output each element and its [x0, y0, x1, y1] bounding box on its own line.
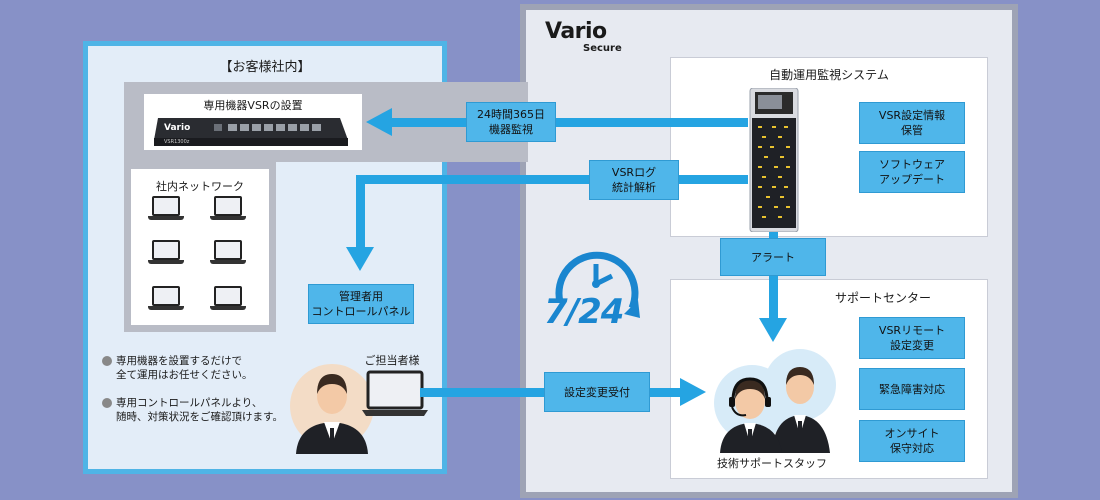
- vsr-device: Vario VSR1300z: [154, 112, 350, 148]
- vario-logo: Vario Secure: [545, 20, 625, 60]
- monitor-arrow-line: [390, 118, 748, 127]
- software-update-box: ソフトウェア アップデート: [859, 151, 965, 193]
- monitor-label-line2: 機器監視: [489, 123, 533, 136]
- support-center-title: サポートセンター: [834, 291, 931, 305]
- support-staff-label: 技術サポートスタッフ: [717, 457, 827, 470]
- bullet-icon: [102, 398, 112, 408]
- clock-text: 7/24: [544, 292, 624, 332]
- network-laptop-icon: [148, 196, 184, 220]
- log-arrow-head: [346, 247, 374, 271]
- note-1-line2: 全て運用はお任せください。: [116, 369, 253, 381]
- logo-sub: Secure: [583, 43, 622, 54]
- contact-laptop-icon: [362, 370, 428, 418]
- vsr-remote-config-box: VSRリモート 設定変更: [859, 317, 965, 359]
- note-2-line2: 随時、対策状況をご確認頂けます。: [116, 411, 283, 423]
- vsr-remote-line1: VSRリモート: [878, 324, 946, 337]
- admin-panel-line2: コントロールパネル: [311, 305, 411, 318]
- contact-label: ご担当者様: [364, 354, 420, 367]
- network-laptop-icon: [210, 286, 246, 310]
- alert-arrow-line: [769, 232, 778, 320]
- monitoring-title: 自動運用監視システム: [769, 68, 889, 82]
- log-arrow-line-down: [356, 175, 365, 249]
- vsr-config-line2: 保管: [901, 124, 923, 137]
- software-update-line1: ソフトウェア: [879, 158, 945, 171]
- alert-arrow-head: [759, 318, 787, 342]
- onsite-maintenance-box: オンサイト 保守対応: [859, 420, 965, 462]
- emergency-response-line1: 緊急障害対応: [879, 382, 945, 396]
- monitor-arrow-head: [366, 108, 392, 136]
- emergency-response-box: 緊急障害対応: [859, 368, 965, 410]
- network-laptop-icon: [210, 196, 246, 220]
- alert-label: アラート: [751, 250, 795, 264]
- device-brand: Vario: [164, 123, 191, 133]
- monitor-label-line1: 24時間365日: [477, 108, 545, 121]
- vsr-config-storage-box: VSR設定情報 保管: [859, 102, 965, 144]
- device-label: 専用機器VSRの設置: [203, 99, 303, 112]
- note-1: 専用機器を設置するだけで 全て運用はお任せください。: [102, 354, 302, 382]
- vsr-config-line1: VSR設定情報: [878, 109, 946, 122]
- log-label-box: VSRログ 統計解析: [589, 160, 679, 200]
- onsite-line2: 保守対応: [890, 442, 934, 455]
- onsite-line1: オンサイト: [884, 427, 940, 440]
- admin-control-panel-box: 管理者用 コントロールパネル: [308, 284, 414, 324]
- logo-main: Vario: [545, 19, 607, 44]
- alert-label-box: アラート: [720, 238, 826, 276]
- monitoring-system-box: [670, 57, 988, 237]
- note-2-line1: 専用コントロールパネルより、: [116, 397, 263, 409]
- monitor-label-box: 24時間365日 機器監視: [466, 102, 556, 142]
- bullet-icon: [102, 356, 112, 366]
- request-arrow-head: [680, 378, 706, 406]
- note-2: 専用コントロールパネルより、 随時、対策状況をご確認頂けます。: [102, 396, 302, 424]
- log-label-line2: 統計解析: [612, 181, 656, 194]
- clock-icon: 7/24: [540, 240, 650, 340]
- customer-title: 【お客様社内】: [219, 60, 311, 75]
- network-label: 社内ネットワーク: [156, 180, 244, 193]
- network-laptop-icon: [210, 240, 246, 264]
- device-model: VSR1300z: [164, 139, 190, 145]
- log-label-line1: VSRログ: [611, 166, 657, 179]
- request-label: 設定変更受付: [564, 385, 630, 399]
- network-laptop-icon: [148, 240, 184, 264]
- server-icon: [748, 87, 800, 233]
- support-staff-icon: [702, 345, 842, 453]
- log-arrow-line: [356, 175, 748, 184]
- admin-panel-line1: 管理者用: [339, 290, 383, 303]
- software-update-line2: アップデート: [879, 173, 945, 186]
- note-1-line1: 専用機器を設置するだけで: [116, 355, 242, 367]
- request-label-box: 設定変更受付: [544, 372, 650, 412]
- contact-person-icon: [286, 358, 374, 454]
- network-laptop-icon: [148, 286, 184, 310]
- vsr-remote-line2: 設定変更: [890, 339, 934, 352]
